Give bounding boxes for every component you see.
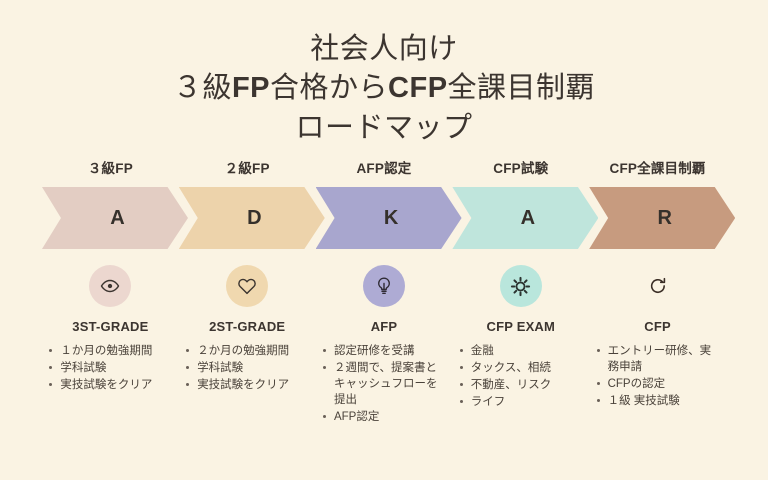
bullet-list: ２か月の勉強期間学科試験実技試験をクリア [184,343,310,394]
eye-icon [100,276,120,296]
title-line-2-part-4: CFP [388,72,448,104]
chevron-shape: A [452,187,599,249]
list-item: AFP認定 [321,409,447,425]
stage-label: CFP試験 [493,161,549,176]
list-item: 学科試験 [47,360,173,376]
list-item: 実技試験をクリア [184,377,310,393]
stage-label: ３級FP [87,161,133,176]
list-item: 学科試験 [184,360,310,376]
column-heading: CFP [644,319,671,334]
lightbulb-icon-circle [362,265,405,307]
chevron-letter: K [383,206,400,229]
gear-icon [510,276,531,297]
chevron-letter: R [657,206,673,229]
title-line-2-part-3: 合格から [270,72,389,104]
chevron-letter: A [520,206,537,229]
stage-label: ２級FP [224,161,270,176]
title-line-2-part-1: ３級 [172,72,232,104]
chevron-arrow: K [315,187,462,249]
title-line-2: ３級FP合格からCFP全課目制覇 [0,68,768,108]
eye-icon-circle [89,265,132,307]
column-heading: 3ST-GRADE [72,319,149,334]
list-item: １級 実技試験 [595,393,721,409]
chevron-letter: A [110,206,126,229]
stage-columns: ３級FP A 3ST-GRADE １か月の勉強期間学科試験実技試験をクリア ２級FP D 2… [42,158,736,426]
list-item: ライフ [458,394,584,410]
refresh-icon-circle [637,265,679,307]
column-heading: CFP EXAM [486,319,556,334]
list-item: １か月の勉強期間 [47,343,173,359]
chevron-letter: D [247,206,263,229]
chevron-arrow: A [452,187,599,249]
stage-column: ３級FP A 3ST-GRADE １か月の勉強期間学科試験実技試験をクリア [42,158,188,426]
stage-column: CFP試験 A CFP EXAM 金融タックス、相続不動産、リスクライフ [452,158,599,426]
heart-icon [237,276,257,296]
gear-icon-circle [499,265,542,307]
list-item: CFPの認定 [595,376,721,392]
list-item: ２週間で、提案書とキャッシュフローを提出 [321,360,447,408]
title-line-1: 社会人向け [310,33,458,65]
chevron-arrow: D [178,187,325,249]
list-item: 実技試験をクリア [47,377,173,393]
list-item: 不動産、リスク [458,377,584,393]
list-item: ２か月の勉強期間 [184,343,310,359]
stage-label: AFP認定 [356,161,412,176]
chevron-shape: D [178,187,325,249]
title-line-3: ロードマップ [295,112,473,144]
stage-column: ２級FP D 2ST-GRADE ２か月の勉強期間学科試験実技試験をクリア [178,158,325,426]
chevron-shape: K [315,187,462,249]
lightbulb-icon [374,276,394,296]
column-heading: 2ST-GRADE [209,319,286,334]
chevron-shape: A [42,187,188,249]
bullet-list: １か月の勉強期間学科試験実技試験をクリア [47,343,173,394]
list-item: 認定研修を受講 [321,343,447,359]
refresh-icon [648,276,668,296]
title-line-2-part-2: FP [231,72,271,104]
chevron-arrow: A [42,187,188,249]
list-item: タックス、相続 [458,360,584,376]
list-item: 金融 [458,343,584,359]
heart-icon-circle [226,265,269,307]
column-heading: AFP [370,319,398,334]
title-line-2-part-5: 全課目制覇 [447,72,596,104]
bullet-list: 金融タックス、相続不動産、リスクライフ [458,343,584,411]
chevron-arrow: R [589,187,736,249]
stage-label: CFP全課目制覇 [609,161,706,176]
page-title: 社会人向け ３級FP合格からCFP全課目制覇 ロードマップ [0,30,768,148]
list-item: エントリー研修、実務申請 [595,343,721,375]
chevron-shape: R [589,187,736,249]
